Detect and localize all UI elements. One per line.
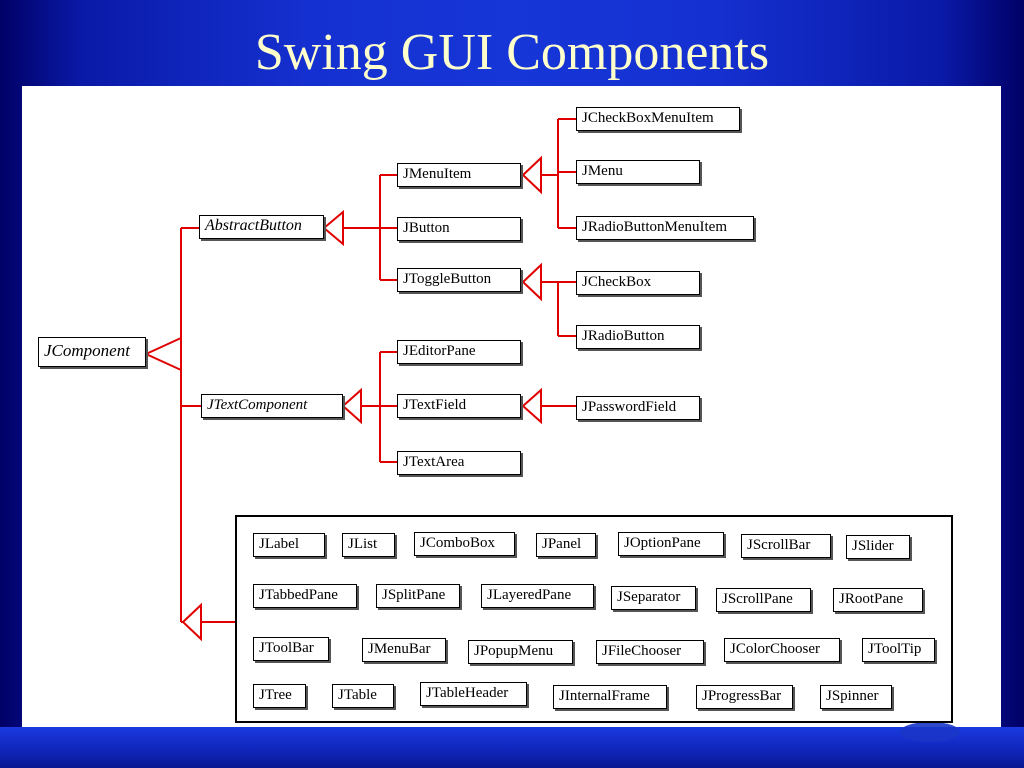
component-jcolorchooser: JColorChooser (724, 638, 840, 662)
component-joptionpane: JOptionPane (618, 532, 724, 556)
node-jtextfield: JTextField (397, 394, 521, 418)
component-jslider: JSlider (846, 535, 910, 559)
component-jlayeredpane: JLayeredPane (481, 584, 594, 608)
node-jcheckboxmenuitem: JCheckBoxMenuItem (576, 107, 740, 131)
component-jtable: JTable (332, 684, 394, 708)
component-jpanel: JPanel (536, 533, 596, 557)
component-jscrollbar: JScrollBar (741, 534, 831, 558)
node-jcheckbox: JCheckBox (576, 271, 700, 295)
node-jcomponent: JComponent (38, 337, 146, 367)
node-jpasswordfield: JPasswordField (576, 396, 700, 420)
node-jradiobutton: JRadioButton (576, 325, 700, 349)
node-jtextarea: JTextArea (397, 451, 521, 475)
node-jtogglebutton: JToggleButton (397, 268, 521, 292)
node-jeditorpane: JEditorPane (397, 340, 521, 364)
component-jsplitpane: JSplitPane (376, 584, 460, 608)
component-jinternalframe: JInternalFrame (553, 685, 667, 709)
component-jtooltip: JToolTip (862, 638, 935, 662)
component-jscrollpane: JScrollPane (716, 588, 811, 612)
component-jtree: JTree (253, 684, 306, 708)
node-jmenu: JMenu (576, 160, 700, 184)
slide-bottom-bar (0, 727, 1024, 768)
component-jprogressbar: JProgressBar (696, 685, 793, 709)
node-abstractbutton: AbstractButton (199, 215, 324, 239)
component-jseparator: JSeparator (611, 586, 696, 610)
slide-title: Swing GUI Components (254, 24, 770, 81)
component-jmenubar: JMenuBar (362, 638, 446, 662)
node-jradiobuttonmenuitem: JRadioButtonMenuItem (576, 216, 754, 240)
component-jtoolbar: JToolBar (253, 637, 329, 661)
component-jspinner: JSpinner (820, 685, 892, 709)
component-jfilechooser: JFileChooser (596, 640, 704, 664)
node-jtextcomponent: JTextComponent (201, 394, 343, 418)
component-jrootpane: JRootPane (833, 588, 923, 612)
decorative-corner-shape (900, 722, 960, 742)
component-jlabel: JLabel (253, 533, 325, 557)
component-jpopupmenu: JPopupMenu (468, 640, 573, 664)
node-jbutton: JButton (397, 217, 521, 241)
component-jcombobox: JComboBox (414, 532, 515, 556)
node-jmenuitem: JMenuItem (397, 163, 521, 187)
component-jlist: JList (342, 533, 395, 557)
component-jtableheader: JTableHeader (420, 682, 527, 706)
component-jtabbedpane: JTabbedPane (253, 584, 357, 608)
